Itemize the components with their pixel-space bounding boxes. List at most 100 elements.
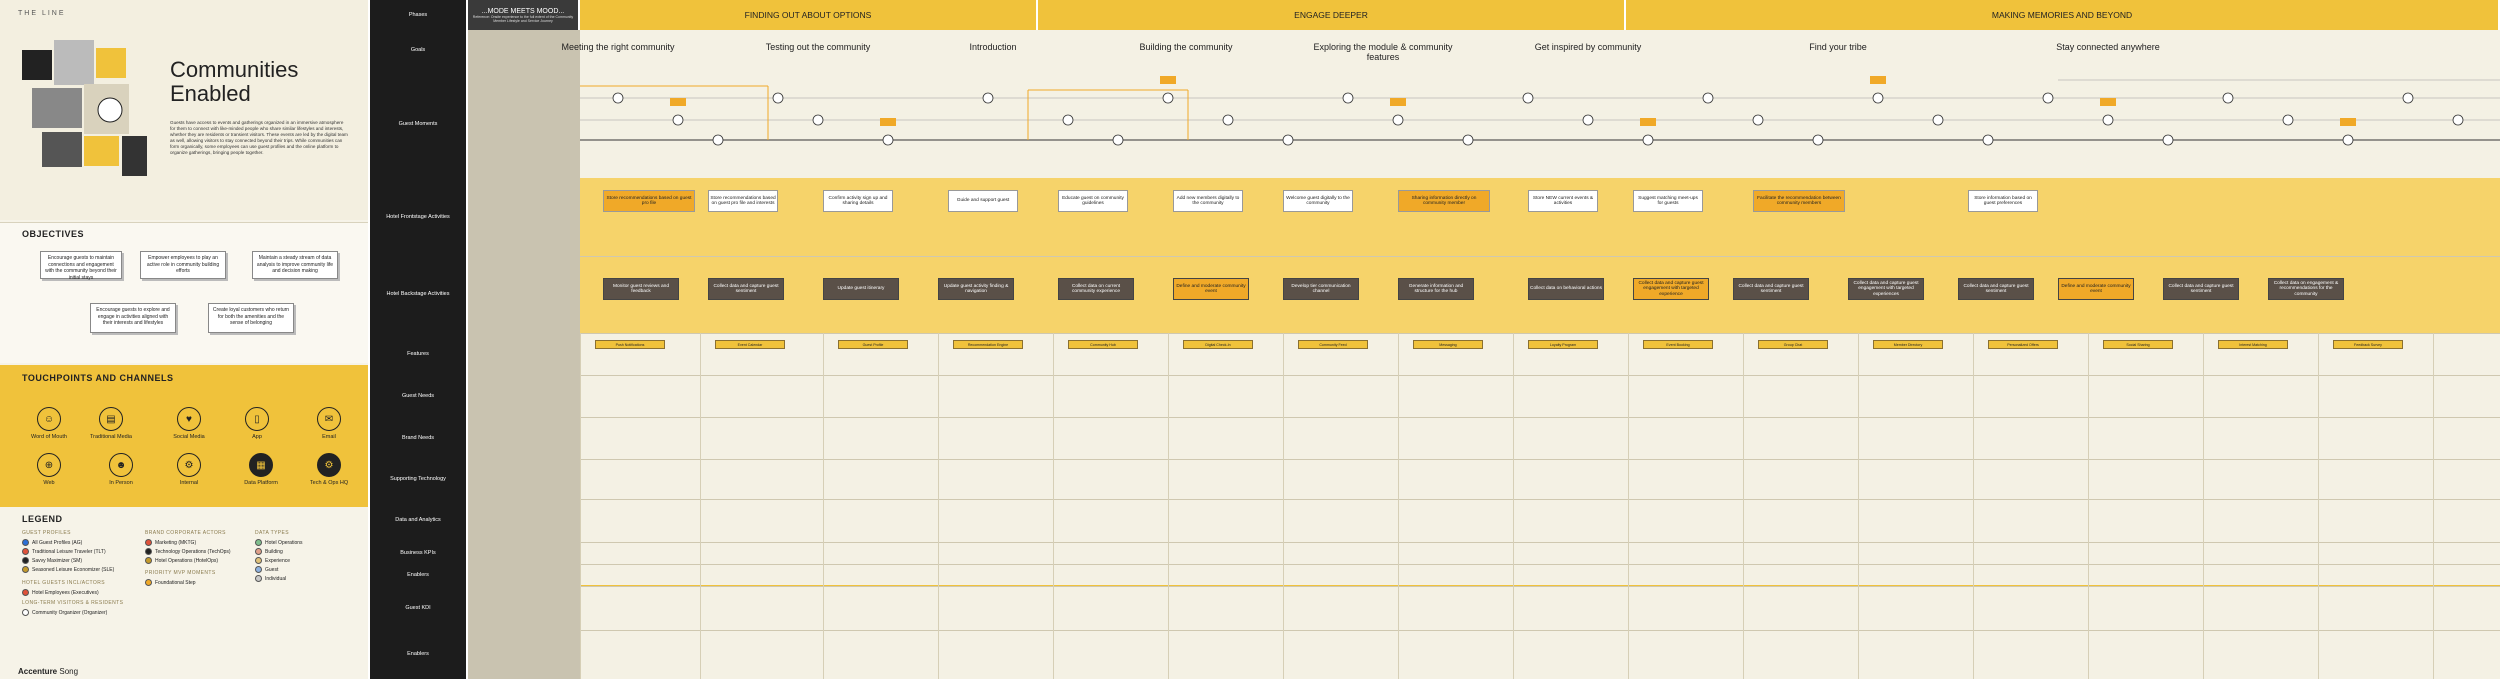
phase-header: ENGAGE DEEPER: [1038, 0, 1626, 30]
legend-label: Foundational Step: [155, 579, 196, 586]
legend-label: Community Organizer (Organizer): [32, 609, 108, 616]
backstage-activity: Generate information and structure for t…: [1398, 278, 1474, 300]
moment-highlight: [1640, 118, 1656, 126]
legend-label: Experience: [265, 557, 291, 564]
moment-node: [1642, 134, 1654, 146]
moment-node: [1462, 134, 1474, 146]
legend-item: Experience: [255, 557, 290, 564]
legend-swatch: [145, 557, 152, 564]
collage-image: [22, 40, 147, 176]
feature-tag: Digital Check-In: [1183, 340, 1253, 349]
left-panel: THE LINE Communities Enabled Guests have…: [0, 0, 368, 679]
legend-heading: LONG-TERM VISITORS & RESIDENTS: [22, 600, 124, 606]
moment-highlight: [670, 98, 686, 106]
touchpoint-app: ▯App: [232, 407, 282, 440]
row-label: Guest KDI: [405, 604, 431, 611]
column-divider: [2088, 333, 2089, 679]
backstage-activity: Collect data and capture guest sentiment: [1733, 278, 1809, 300]
frontstage-activity: Store recommendations based on guest pro…: [708, 190, 778, 212]
touchpoint-internal: ⚙Internal: [164, 453, 214, 486]
moment-node: [982, 92, 994, 104]
touchpoint-social-media: ♥Social Media: [164, 407, 214, 440]
goal-label: Stay connected anywhere: [2056, 42, 2160, 52]
row-label: Enablers: [407, 651, 429, 657]
column-divider: [1858, 333, 1859, 679]
moment-highlight: [1390, 98, 1406, 106]
column-divider: [1053, 333, 1054, 679]
column-divider: [1973, 333, 1974, 679]
row-divider: [580, 499, 2500, 500]
legend-item: Individual: [255, 575, 286, 582]
column-divider: [700, 333, 701, 679]
row-label: Features: [407, 350, 429, 357]
objective-3: Maintain a steady stream of data analysi…: [252, 251, 338, 279]
legend-label: Guest: [265, 566, 279, 573]
moment-node: [1342, 92, 1354, 104]
traditional-media-icon: ▤: [99, 407, 123, 431]
legend-item: Hotel Employees (Executives): [22, 589, 99, 596]
legend-label: All Guest Profiles (AG): [32, 539, 83, 546]
column-divider: [1168, 333, 1169, 679]
objectives-title: OBJECTIVES: [22, 229, 85, 239]
objective-1: Encourage guests to maintain connections…: [40, 251, 122, 281]
legend-label: Hotel Operations (HotelOps): [155, 557, 219, 564]
legend-swatch: [255, 539, 262, 546]
moment-node: [1222, 114, 1234, 126]
legend-item: Savvy Maximizer (SM): [22, 557, 82, 564]
journey-grid: ...MODE MEETS MOOD...Reference: Onsite e…: [468, 0, 2500, 679]
feature-tag: Feedback Survey: [2333, 340, 2403, 349]
feature-tag: Push Notifications: [595, 340, 665, 349]
row-divider: [580, 256, 2500, 257]
moment-node: [2452, 114, 2464, 126]
legend-item: All Guest Profiles (AG): [22, 539, 82, 546]
column-divider: [2318, 333, 2319, 679]
moment-node: [2222, 92, 2234, 104]
moment-node: [2162, 134, 2174, 146]
feature-tag: Member Directory: [1873, 340, 1943, 349]
frontstage-activity: Add new members digitally to the communi…: [1173, 190, 1243, 212]
legend-swatch: [255, 566, 262, 573]
column-divider: [1283, 333, 1284, 679]
moment-node: [1932, 114, 1944, 126]
web-icon: ⊕: [37, 453, 61, 477]
legend-title: LEGEND: [22, 514, 63, 524]
internal-icon: ⚙: [177, 453, 201, 477]
moment-node: [612, 92, 624, 104]
phase-header: ...MODE MEETS MOOD...Reference: Onsite e…: [468, 0, 580, 30]
moment-node: [1282, 134, 1294, 146]
frontstage-activity: Store information based on guest prefere…: [1968, 190, 2038, 212]
moment-node: [1752, 114, 1764, 126]
legend-swatch: [255, 548, 262, 555]
backstage-activity: Collect data on engagement & recommendat…: [2268, 278, 2344, 300]
moment-highlight: [1870, 76, 1886, 84]
row-divider: [580, 333, 2500, 334]
legend-label: Marketing (MKTG): [155, 539, 197, 546]
in-person-icon: ☻: [109, 453, 133, 477]
legend-item: Foundational Step: [145, 579, 196, 586]
legend-label: Savvy Maximizer (SM): [32, 557, 83, 564]
legend-label: Technology Operations (TechOps): [155, 548, 231, 555]
feature-tag: Event Calendar: [715, 340, 785, 349]
feature-tag: Guest Profile: [838, 340, 908, 349]
feature-tag: Group Chat: [1758, 340, 1828, 349]
row-label: Guest Moments: [398, 120, 438, 127]
moment-node: [672, 114, 684, 126]
feature-tag: Social Sharing: [2103, 340, 2173, 349]
legend-swatch: [22, 566, 29, 573]
moment-node: [2042, 92, 2054, 104]
frontstage-activity: Store recommendations based on guest pro…: [603, 190, 695, 212]
column-divider: [2433, 333, 2434, 679]
legend-item: Hotel Operations: [255, 539, 303, 546]
feature-tag: Community Feed: [1298, 340, 1368, 349]
legend-item: Marketing (MKTG): [145, 539, 196, 546]
legend-heading: DATA TYPES: [255, 530, 290, 536]
column-divider: [2203, 333, 2204, 679]
backstage-activity: Collect data and capture guest engagemen…: [1848, 278, 1924, 300]
feature-tag: Community Hub: [1068, 340, 1138, 349]
frontstage-activity: Suggest matching meet-ups for guests: [1633, 190, 1703, 212]
frontstage-activity: Educate guest on community guidelines: [1058, 190, 1128, 212]
goal-label: Introduction: [969, 42, 1017, 52]
moment-highlight: [880, 118, 896, 126]
row-divider: [580, 459, 2500, 460]
touchpoint-traditional-media: ▤Traditional Media: [86, 407, 136, 440]
